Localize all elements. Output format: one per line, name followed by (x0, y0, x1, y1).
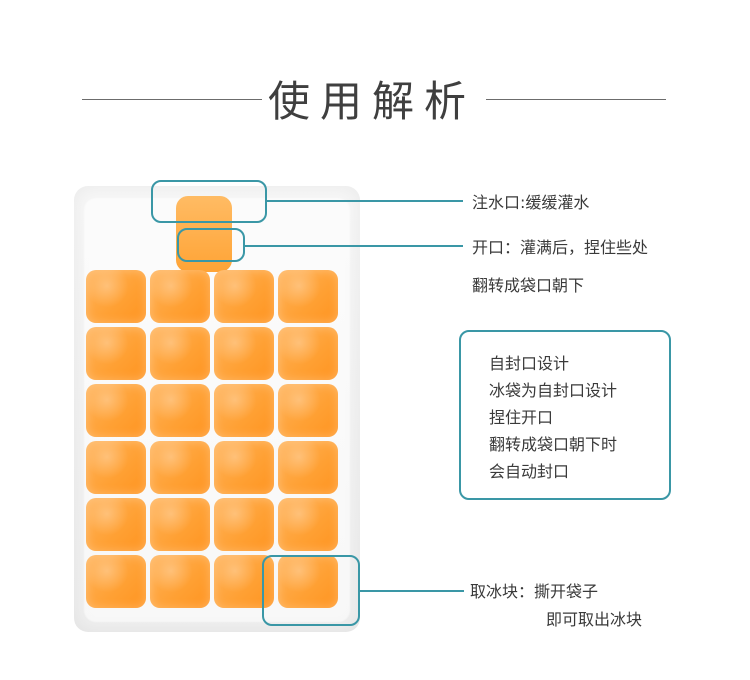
seal-design-box (459, 330, 671, 500)
ice-cube (214, 270, 274, 323)
ice-cube (150, 498, 210, 551)
fill-point-callout (151, 180, 267, 223)
title-divider-right (486, 99, 666, 100)
ice-cube (150, 327, 210, 380)
ice-cube (150, 270, 210, 323)
ice-cube (86, 555, 146, 608)
ice-cube (278, 555, 338, 608)
ice-cube (214, 384, 274, 437)
seal-line-2: 冰袋为自封口设计 (489, 381, 618, 400)
ice-cube (278, 270, 338, 323)
fill-annotation: 注水口:缓缓灌水 (472, 193, 590, 212)
take-annotation-line-1: 取冰块：撕开袋子 (470, 582, 599, 601)
ice-cube-grid (86, 270, 338, 608)
ice-cube (278, 384, 338, 437)
seal-line-1: 自封口设计 (489, 354, 570, 373)
ice-cube (86, 498, 146, 551)
ice-cube (86, 441, 146, 494)
ice-cube (150, 555, 210, 608)
take-leader-line (360, 590, 464, 592)
seal-line-3: 捏住开口 (489, 408, 554, 427)
take-annotation-line-2: 即可取出冰块 (546, 610, 643, 629)
ice-cube (214, 441, 274, 494)
ice-cube (278, 498, 338, 551)
open-annotation-line-1: 开口：灌满后，捏住些处 (472, 238, 649, 257)
ice-cube (150, 384, 210, 437)
open-annotation-line-2: 翻转成袋口朝下 (472, 276, 585, 295)
seal-line-5: 会自动封口 (489, 462, 570, 481)
ice-cube (86, 270, 146, 323)
open-leader-line (245, 245, 463, 247)
take-point-callout (262, 555, 360, 626)
ice-cube (278, 327, 338, 380)
open-point-callout (177, 228, 245, 262)
fill-leader-line (267, 200, 463, 202)
ice-cube (86, 327, 146, 380)
ice-cube (150, 441, 210, 494)
page-title: 使用解析 (268, 77, 477, 126)
ice-cube (86, 384, 146, 437)
ice-cube (278, 441, 338, 494)
ice-cube (214, 327, 274, 380)
seal-line-4: 翻转成袋口朝下时 (489, 435, 618, 454)
ice-cube (214, 498, 274, 551)
title-divider-left (82, 99, 262, 100)
